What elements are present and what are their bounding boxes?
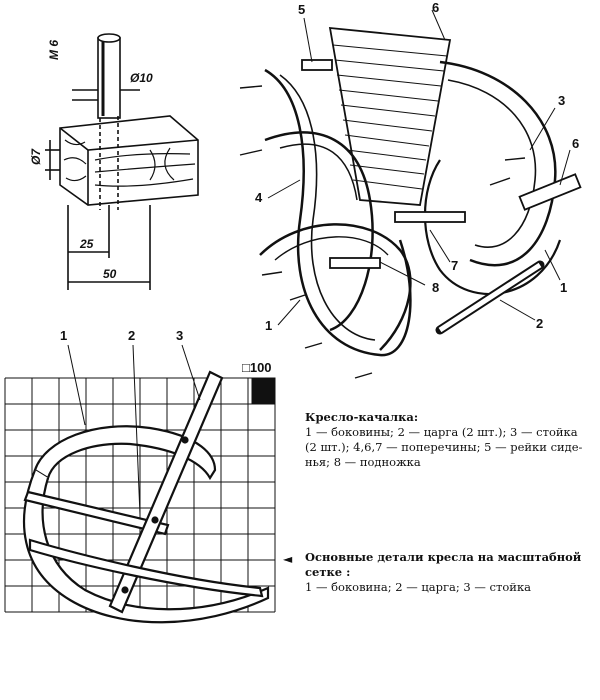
phi7-label: Ø7	[29, 148, 43, 165]
chair-assembly	[239, 9, 582, 379]
grid-caption-title2: сетке :	[305, 565, 351, 579]
chair-caption-line3: нья; 8 — подножка	[305, 455, 421, 469]
chair-caption-line2: (2 шт.); 4,6,7 — поперечины; 5 — рейки с…	[305, 440, 583, 454]
chair-caption: Кресло-качалка: 1 — боковины; 2 — царга …	[305, 410, 595, 470]
grid-label-2: 2	[128, 328, 135, 343]
assembly-label-5: 6	[432, 0, 439, 15]
assembly-label-3: 4	[255, 190, 263, 205]
grid-label-1: 1	[60, 328, 67, 343]
grid-scale-label: □100	[242, 360, 272, 375]
dim-50: 50	[103, 267, 117, 281]
assembly-label-6b: 7	[451, 258, 458, 273]
chair-caption-line1: 1 — боковины; 2 — царга (2 шт.); 3 — сто…	[305, 425, 578, 439]
phi10-label: Ø10	[130, 71, 153, 85]
grid-caption-title1: Основные детали кресла на масштабной	[305, 550, 582, 564]
assembly-label-1a: 1	[560, 280, 567, 295]
assembly-label-4: 5	[298, 2, 305, 17]
grid-label-3: 3	[176, 328, 183, 343]
m6-label: М 6	[47, 40, 61, 60]
grid-caption: Основные детали кресла на масштабной сет…	[305, 550, 600, 595]
pointer-marker: ◄	[283, 552, 293, 566]
chair-caption-title: Кресло-качалка:	[305, 410, 419, 424]
grid-parts	[23, 344, 270, 624]
assembly-label-2: 3	[558, 93, 565, 108]
dowel-detail	[45, 33, 199, 290]
assembly-label-1b: 1	[265, 318, 272, 333]
assembly-label-8: 2	[536, 316, 543, 331]
dim-25: 25	[79, 237, 94, 251]
assembly-label-7: 8	[432, 280, 439, 295]
grid-caption-line1: 1 — боковина; 2 — царга; 3 — стойка	[305, 580, 531, 594]
assembly-label-6a: 6	[572, 136, 579, 151]
